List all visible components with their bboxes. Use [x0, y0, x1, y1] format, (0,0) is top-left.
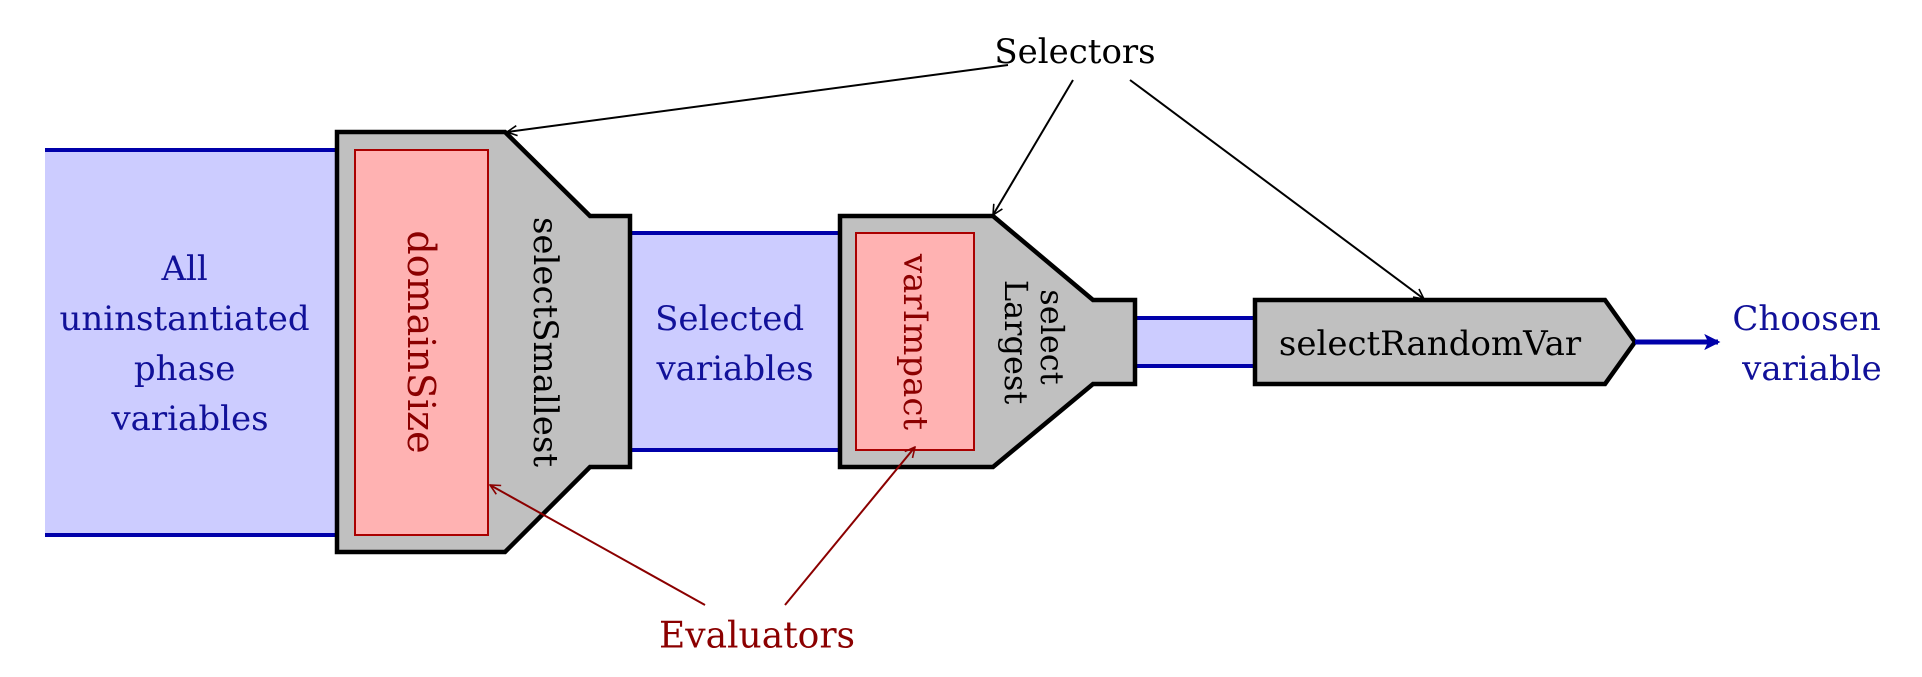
selectors-arrow-largest	[993, 79, 1074, 215]
evaluators-arrow-var-impact	[784, 447, 915, 606]
select-random-selector: selectRandomVar	[1252, 297, 1638, 387]
select-smallest-selector: domainSize selectSmallest	[334, 129, 633, 555]
var-impact-label: varImpact	[895, 253, 935, 430]
narrow-flow	[1135, 316, 1255, 368]
selected-variables-flow: Selected variables	[630, 231, 840, 452]
select-smallest-label: selectSmallest	[525, 217, 565, 467]
narrow-flow-band	[1135, 318, 1255, 366]
select-largest-selector: varImpact select Largest	[837, 213, 1138, 470]
all-variables-line: phase	[134, 349, 236, 389]
evaluators-heading: Evaluators	[659, 616, 855, 657]
chosen-variable-label: Choosen variable	[1732, 299, 1891, 389]
domain-size-evaluator	[354, 149, 489, 536]
all-variables-band	[45, 150, 337, 535]
evaluators-arrow-domain-size	[490, 484, 706, 606]
select-random-label: selectRandomVar	[1279, 324, 1582, 364]
chosen-variable-line: variable	[1741, 349, 1882, 389]
selectors-arrow-random	[1129, 79, 1424, 299]
selected-variables-line: Selected	[655, 299, 804, 339]
all-variables-flow: All uninstantiated phase variables	[45, 148, 337, 537]
selected-variables-line: variables	[655, 349, 813, 389]
select-largest-line: Largest	[997, 280, 1035, 404]
all-variables-line: uninstantiated	[59, 299, 309, 339]
domain-size-label: domainSize	[399, 230, 443, 453]
chosen-variable-line: Choosen	[1732, 299, 1880, 339]
selectors-heading: Selectors	[994, 32, 1155, 72]
select-largest-line: select	[1033, 289, 1071, 384]
selected-variables-label: Selected variables	[655, 299, 815, 389]
selected-variables-band	[630, 233, 840, 450]
all-variables-label: All uninstantiated phase variables	[59, 249, 320, 439]
select-random-shape	[1252, 297, 1638, 387]
selectors-arrow-smallest	[507, 64, 1009, 132]
all-variables-line: variables	[110, 399, 268, 439]
select-largest-label: select Largest	[997, 280, 1071, 404]
all-variables-line: All	[160, 249, 207, 289]
